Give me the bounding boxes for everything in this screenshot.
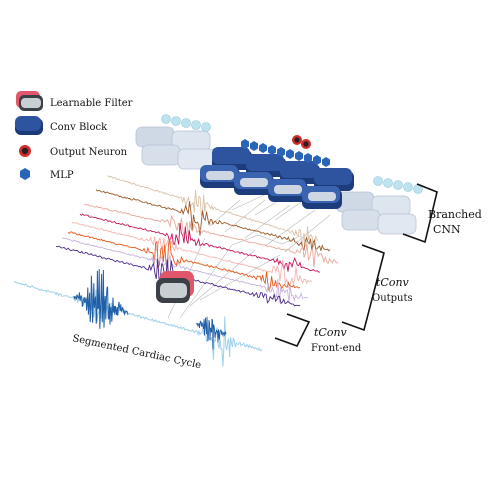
mlp-node bbox=[268, 145, 276, 155]
input-signal bbox=[13, 269, 263, 367]
label-cnn: CNN bbox=[433, 223, 461, 236]
tconv-output-trace bbox=[83, 204, 339, 268]
light-mlp-right bbox=[373, 176, 423, 194]
label-tconv-frontend: tConv bbox=[314, 326, 348, 339]
mlp-nodes-active bbox=[241, 139, 330, 167]
light-mlp-left bbox=[161, 114, 211, 132]
bracket-branched-cnn bbox=[402, 183, 438, 244]
conv-block-icon bbox=[15, 116, 43, 135]
label-frontend: Front-end bbox=[311, 343, 362, 354]
mlp-node bbox=[295, 151, 303, 161]
label-outputs: Outputs bbox=[372, 293, 413, 304]
learnable-filter bbox=[156, 271, 194, 303]
mlp-node bbox=[241, 139, 249, 149]
tconv-output-trace bbox=[79, 213, 320, 273]
conv-block bbox=[302, 186, 342, 209]
mlp-node bbox=[259, 143, 267, 153]
tconv-output-trace bbox=[71, 221, 313, 290]
tconv-output-trace bbox=[62, 237, 309, 303]
input-trace-s1 bbox=[73, 269, 129, 329]
mlp-node bbox=[250, 141, 258, 151]
conv-block bbox=[234, 172, 274, 195]
conv-blocks-active bbox=[200, 147, 354, 209]
label-segmented-cardiac-cycle: Segmented Cardiac Cycle bbox=[71, 333, 202, 371]
bracket-tconv-frontend bbox=[274, 313, 311, 347]
mlp-icon bbox=[20, 168, 30, 180]
tconv-output-trace bbox=[95, 189, 331, 252]
label-branched: Branched bbox=[428, 208, 482, 221]
mlp-node bbox=[304, 153, 312, 163]
input-trace-s2 bbox=[195, 316, 227, 350]
tconv-output-trace bbox=[67, 231, 301, 292]
legend-filter-label: Learnable Filter bbox=[50, 98, 133, 109]
legend-mlp-label: MLP bbox=[50, 170, 74, 181]
output-neurons bbox=[292, 135, 311, 149]
light-conv-blocks-left bbox=[135, 126, 217, 170]
learnable-filter-icon bbox=[16, 91, 43, 111]
light-conv-blocks-right bbox=[335, 191, 417, 235]
legend-conv-label: Conv Block bbox=[50, 122, 108, 133]
bracket-tconv-outputs bbox=[341, 244, 385, 332]
conv-block bbox=[268, 179, 308, 202]
brackets bbox=[274, 183, 438, 347]
tconv-output-trace bbox=[107, 175, 319, 248]
legend: Learnable Filter Conv Block Output Neuro… bbox=[15, 91, 133, 181]
conv-block bbox=[200, 165, 240, 188]
label-tconv-outputs: tConv bbox=[376, 276, 410, 289]
output-neuron-icon bbox=[19, 145, 31, 157]
mlp-node bbox=[286, 149, 294, 159]
mlp-node bbox=[322, 157, 330, 167]
legend-neuron-label: Output Neuron bbox=[50, 147, 128, 158]
input-trace-light bbox=[13, 281, 263, 367]
mlp-node bbox=[277, 147, 285, 157]
mlp-node bbox=[313, 155, 321, 165]
